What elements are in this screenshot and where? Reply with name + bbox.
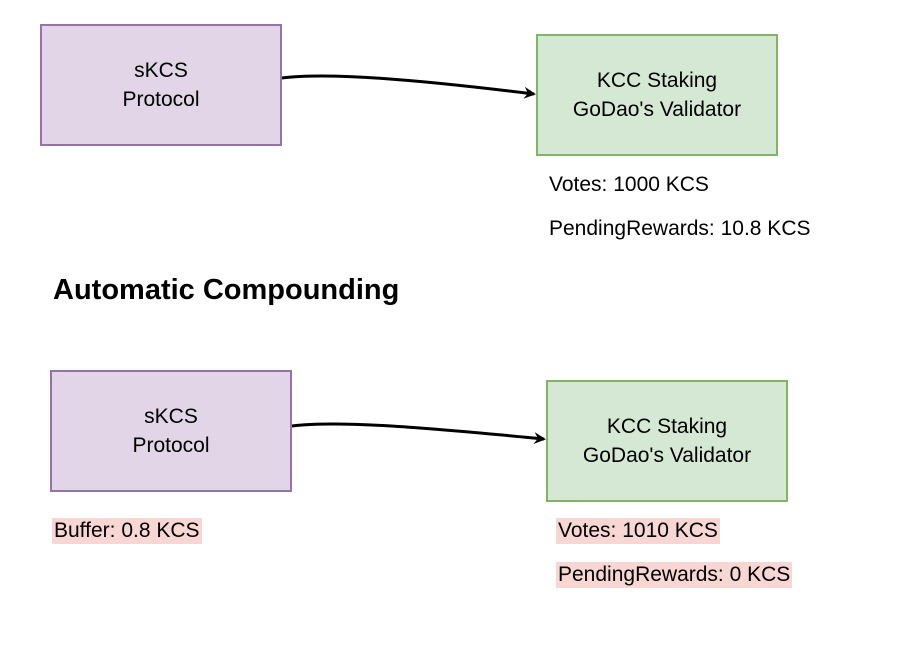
- bottom-validator-line1: KCC Staking: [606, 415, 728, 438]
- top-skcs-line2: Protocol: [122, 88, 200, 111]
- bottom-flow-arrow: [291, 422, 546, 445]
- bottom-buffer-label: Buffer: 0.8 KCS: [52, 518, 202, 544]
- top-pending-rewards-label: PendingRewards: 10.8 KCS: [549, 217, 811, 240]
- top-flow-arrow: [281, 74, 536, 99]
- top-validator-box: KCC Staking GoDao's Validator: [536, 34, 778, 156]
- bottom-validator-box: KCC Staking GoDao's Validator: [546, 380, 788, 502]
- bottom-skcs-line1: sKCS: [144, 405, 198, 428]
- bottom-validator-line2: GoDao's Validator: [582, 444, 752, 467]
- top-skcs-line1: sKCS: [134, 59, 188, 82]
- bottom-skcs-line2: Protocol: [132, 434, 210, 457]
- top-skcs-protocol-box: sKCS Protocol: [40, 24, 282, 146]
- section-title: Automatic Compounding: [53, 274, 400, 306]
- bottom-votes-label: Votes: 1010 KCS: [556, 518, 720, 544]
- top-votes-label: Votes: 1000 KCS: [549, 173, 709, 196]
- bottom-pending-rewards-label: PendingRewards: 0 KCS: [556, 562, 793, 588]
- top-validator-line1: KCC Staking: [596, 69, 718, 92]
- bottom-skcs-protocol-box: sKCS Protocol: [50, 370, 292, 492]
- top-validator-line2: GoDao's Validator: [572, 98, 742, 121]
